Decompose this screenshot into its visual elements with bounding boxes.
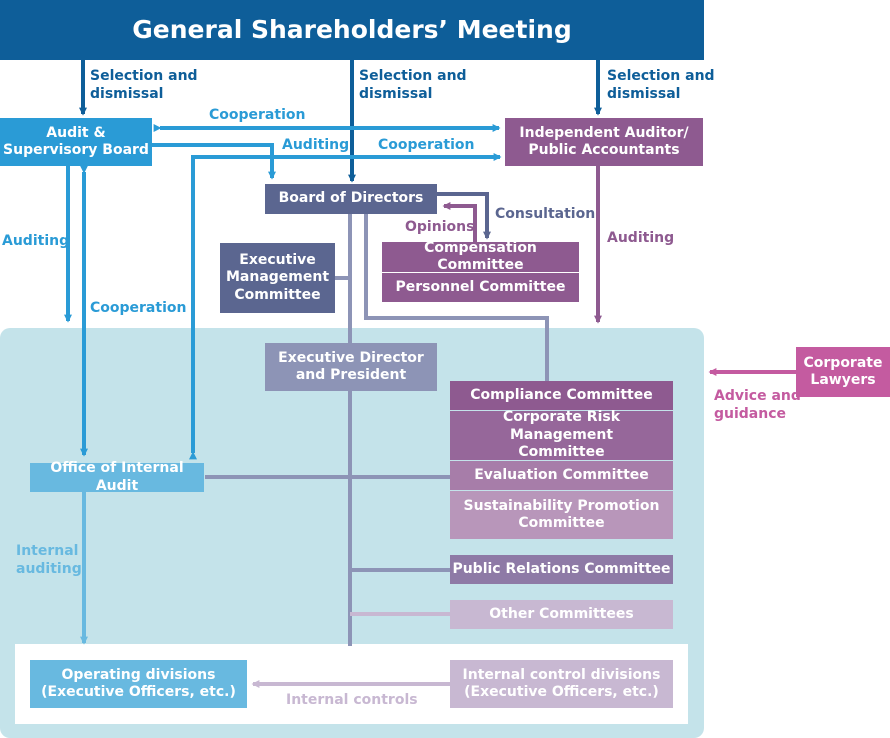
consultation-label: Consultation	[495, 206, 596, 222]
advice-guidance-label: Advice and guidance	[714, 388, 801, 422]
executive-management-committee: Executive Management Committee	[220, 243, 335, 313]
other-committees: Other Committees	[450, 600, 673, 629]
cooperation-auditor-label: Cooperation	[378, 137, 475, 153]
auditing-board-label: Auditing	[282, 137, 350, 153]
general-shareholders-meeting: General Shareholders’ Meeting	[0, 0, 704, 60]
audit-supervisory-board: Audit & Supervisory Board	[0, 118, 152, 166]
internal-controls-label: Internal controls	[286, 692, 418, 708]
selection-dismissal-center-label: Selection and dismissal	[359, 68, 467, 102]
evaluation-committee: Evaluation Committee	[450, 461, 673, 490]
opinions-label: Opinions	[405, 219, 475, 235]
public-relations-committee: Public Relations Committee	[450, 555, 673, 584]
sustainability-committee: Sustainability Promotion Committee	[450, 491, 673, 539]
cooperation-top-label: Cooperation	[209, 107, 306, 123]
selection-dismissal-right-label: Selection and dismissal	[607, 68, 715, 102]
corporate-lawyers: Corporate Lawyers	[796, 347, 890, 397]
auditing-left-label: Auditing	[2, 233, 70, 249]
auditing-right-label: Auditing	[607, 230, 675, 246]
operating-divisions: Operating divisions (Executive Officers,…	[30, 660, 247, 708]
cooperation-left-label: Cooperation	[90, 300, 187, 316]
internal-auditing-label: Internal auditing	[16, 543, 82, 577]
executive-director-president: Executive Director and President	[265, 343, 437, 391]
office-of-internal-audit: Office of Internal Audit	[30, 460, 204, 494]
compliance-committee: Compliance Committee	[450, 381, 673, 410]
independent-auditor: Independent Auditor/ Public Accountants	[505, 118, 703, 166]
compensation-committee: Compensation Committee	[382, 240, 579, 273]
personnel-committee: Personnel Committee	[382, 273, 579, 302]
selection-dismissal-left-label: Selection and dismissal	[90, 68, 198, 102]
internal-control-divisions: Internal control divisions (Executive Of…	[450, 660, 673, 708]
board-of-directors: Board of Directors	[265, 184, 437, 214]
risk-management-committee: Corporate Risk Management Committee	[450, 409, 673, 460]
